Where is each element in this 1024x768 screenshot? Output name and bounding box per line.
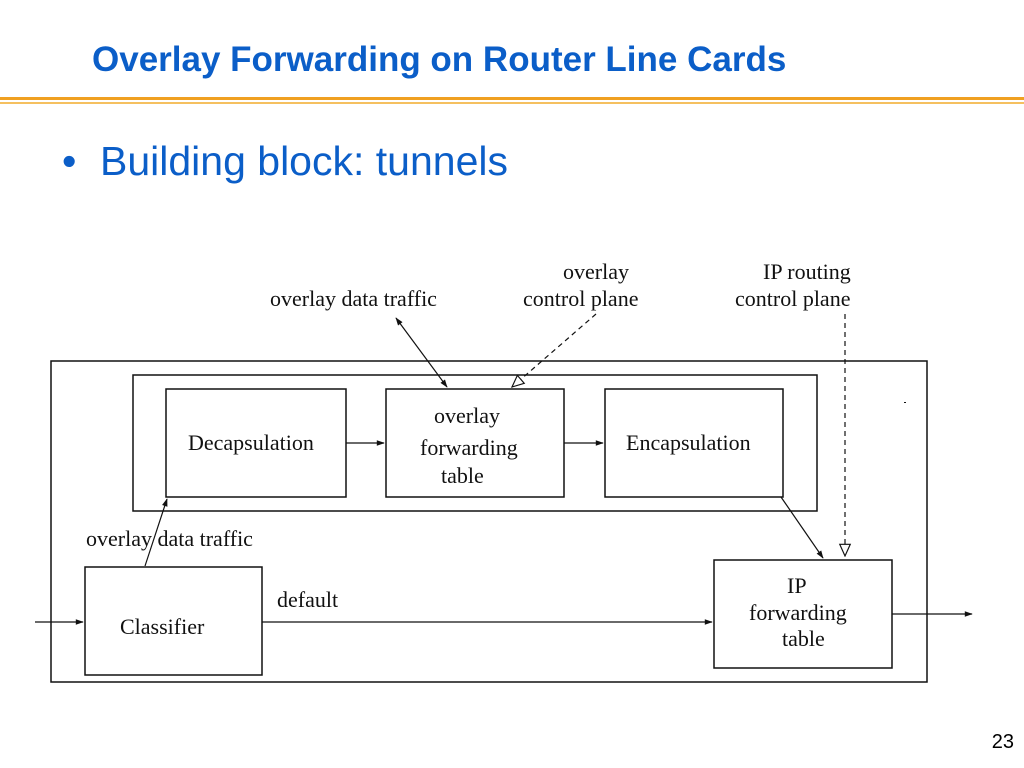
classifier-to-decap-arrow <box>144 498 168 567</box>
decapsulation-label: Decapsulation <box>188 430 314 455</box>
overlay-forwarding-table-box <box>385 388 565 498</box>
overlay-traffic-mid-label: overlay data traffic <box>86 526 253 551</box>
ip-control-label-line1: IP routing <box>763 259 851 284</box>
slide-title: Overlay Forwarding on Router Line Cards <box>92 40 787 79</box>
bullet-dot: • <box>62 138 77 184</box>
overlay-traffic-top-label: overlay data traffic <box>270 286 437 311</box>
bullet-text: Building block: tunnels <box>100 138 508 184</box>
stray-dot <box>904 402 906 403</box>
overlay-traffic-bidirectional-arrow <box>395 317 448 388</box>
encap-to-ip-table-arrow <box>780 496 824 559</box>
title-underline <box>0 97 1024 100</box>
page-number: 23 <box>991 731 1014 753</box>
classifier-label: Classifier <box>120 614 205 639</box>
ip-table-label-line3: table <box>782 626 825 651</box>
decapsulation-box <box>165 388 347 498</box>
ip-table-label-line1: IP <box>787 573 807 598</box>
encapsulation-label: Encapsulation <box>626 430 751 455</box>
overlay-table-label-line3: table <box>441 463 484 488</box>
encapsulation-box <box>604 388 784 498</box>
ip-forwarding-table-box <box>713 559 893 669</box>
overlay-table-label-line2: forwarding <box>420 435 518 460</box>
ip-control-label-line2: control plane <box>735 286 850 311</box>
overlay-control-label-line1: overlay <box>563 259 629 284</box>
default-label: default <box>277 587 338 612</box>
title-underline-secondary <box>0 102 1024 104</box>
bullet-item: • Building block: tunnels <box>62 138 508 185</box>
overlay-table-label-line1: overlay <box>434 403 500 428</box>
overlay-control-label-line2: control plane <box>523 286 638 311</box>
classifier-box <box>84 566 263 676</box>
line-card-frame <box>50 360 928 683</box>
overlay-module-frame <box>132 374 818 512</box>
overlay-control-dashed-arrow <box>512 313 597 387</box>
ip-table-label-line2: forwarding <box>749 600 847 625</box>
